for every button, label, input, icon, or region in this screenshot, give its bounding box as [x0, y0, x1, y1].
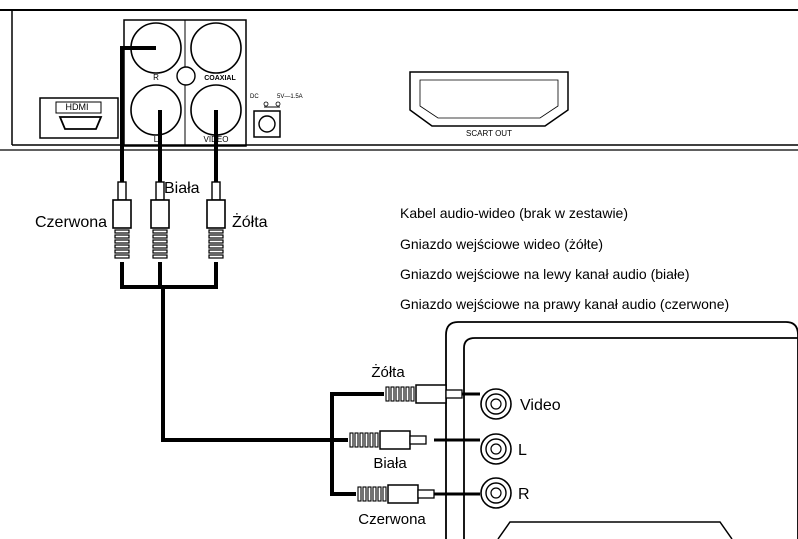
tv-video-label: Video — [520, 397, 561, 414]
scart-label: SCART OUT — [466, 129, 512, 138]
red-plug-horizontal — [357, 484, 435, 504]
yellow-plug-vertical — [206, 181, 226, 259]
power-spec-label: 5V—1.5A — [277, 94, 303, 100]
device-back-panel — [0, 9, 798, 151]
white-plug-horizontal — [349, 430, 427, 450]
jack-l-label: L — [154, 135, 159, 144]
cable-label-red: Czerwona — [35, 214, 107, 231]
legend-item-1: Kabel audio-wideo (brak w zestawie) — [400, 205, 628, 221]
yellow-plug-horizontal — [385, 384, 463, 404]
tv-r-label: R — [518, 486, 530, 503]
red-plug-vertical — [112, 181, 132, 259]
legend-item-3: Gniazdo wejściowe na lewy kanał audio (b… — [400, 266, 690, 282]
device-side-plugs — [112, 181, 226, 259]
video-label: VIDEO — [204, 135, 229, 144]
tv-plug-label-mid: Biała — [373, 455, 407, 472]
tv-side-plugs — [349, 384, 463, 504]
legend-item-2: Gniazdo wejściowe wideo (żółte) — [400, 236, 603, 252]
hdmi-port — [39, 97, 119, 139]
rca-jack-panel — [123, 19, 247, 147]
dc-power-jack — [253, 101, 281, 138]
legend-item-4: Gniazdo wejściowe na prawy kanał audio (… — [400, 296, 729, 312]
av-cable — [120, 46, 384, 496]
tv-side-wires — [434, 392, 480, 496]
tv-plug-label-top: Żółta — [371, 363, 405, 381]
tv-jack-l — [480, 433, 512, 465]
cable-label-yellow: Żółta — [232, 212, 268, 231]
cable-label-white: Biała — [164, 180, 200, 197]
white-plug-vertical — [150, 181, 170, 259]
coaxial-label: COAXIAL — [204, 75, 236, 82]
jack-r-label: R — [153, 73, 159, 82]
tv-frame — [445, 321, 798, 539]
tv-l-label: L — [518, 442, 527, 459]
tv-plug-label-bottom: Czerwona — [358, 511, 426, 528]
scart-port — [409, 71, 569, 127]
dc-label: DC — [250, 94, 259, 100]
tv-jack-video — [480, 388, 512, 420]
tv-jack-r — [480, 477, 512, 509]
hdmi-label: HDMI — [66, 102, 89, 112]
